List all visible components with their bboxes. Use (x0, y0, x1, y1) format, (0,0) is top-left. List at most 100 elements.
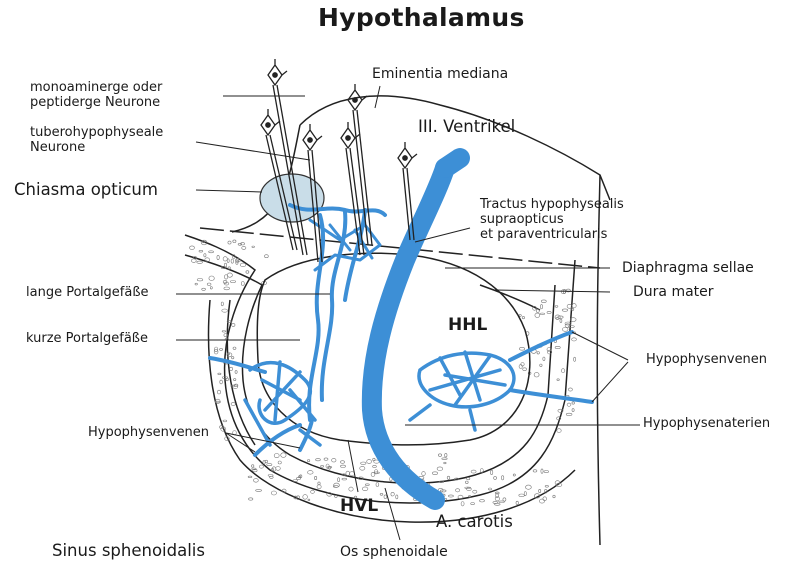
bone-texture (293, 480, 297, 482)
bone-texture (217, 255, 219, 259)
bone-texture (480, 500, 485, 502)
bone-texture (259, 465, 263, 468)
carotis-top (445, 158, 460, 168)
bone-texture (265, 255, 269, 258)
bone-texture (230, 281, 235, 283)
bone-texture (317, 485, 321, 489)
bone-texture (221, 302, 223, 306)
bone-texture (232, 357, 234, 359)
bone-texture (543, 357, 545, 361)
bone-texture (572, 304, 576, 308)
bone-texture (197, 279, 203, 281)
bone-texture (202, 288, 206, 290)
bone-texture (321, 465, 324, 467)
bone-texture (553, 495, 555, 498)
bone-texture (376, 483, 379, 487)
label-hypophysenarterien: Hypophysenaterien (643, 417, 770, 432)
bone-texture (432, 472, 437, 475)
neuron-nucleus (346, 136, 350, 140)
bone-texture (307, 460, 309, 462)
bone-texture (222, 331, 226, 333)
bone-texture (240, 263, 246, 267)
bone-texture (342, 478, 347, 480)
bone-texture (458, 495, 463, 499)
bone-texture (220, 348, 223, 350)
label-hhl: HHL (448, 316, 487, 336)
bone-texture (235, 371, 237, 374)
neuron-nucleus (308, 138, 312, 142)
bone-texture (231, 402, 235, 405)
bone-texture (218, 373, 221, 375)
label-dura: Dura mater (633, 284, 714, 300)
bone-texture (268, 475, 273, 477)
bone-texture (223, 257, 227, 261)
bone-texture (523, 368, 527, 371)
bone-texture (471, 503, 475, 505)
bone-texture (190, 246, 195, 250)
label-kurze: kurze Portalgefäße (26, 332, 148, 347)
diagram-title: Hypothalamus (318, 4, 525, 33)
label-tuberohypophyseale: tuberohypophyseale Neurone (30, 126, 163, 156)
bone-texture (204, 254, 206, 257)
bone-texture (574, 357, 576, 361)
bone-texture (361, 462, 366, 464)
bone-texture (461, 502, 464, 506)
label-hypophysenvenen-left: Hypophysenvenen (88, 426, 209, 441)
bone-texture (232, 324, 235, 327)
bone-texture (526, 485, 532, 489)
bone-texture (209, 251, 214, 253)
bone-texture (503, 498, 506, 501)
bone-texture (233, 347, 236, 349)
bone-texture (422, 472, 426, 476)
bone-texture (281, 453, 286, 458)
bone-texture (473, 490, 477, 493)
bone-texture (572, 338, 577, 341)
bone-texture (445, 453, 447, 457)
bone-texture (557, 429, 561, 433)
label-hypophysenvenen-right: Hypophysenvenen (646, 353, 767, 368)
bone-texture (501, 476, 503, 480)
label-os: Os sphenoidale (340, 544, 448, 560)
bone-texture (276, 467, 281, 471)
leader-chiasma (196, 190, 262, 192)
hypophysenvenen-right-1 (510, 332, 572, 360)
bone-texture (308, 499, 310, 501)
label-sinus: Sinus sphenoidalis (52, 542, 205, 561)
bone-texture (380, 493, 383, 495)
bone-lower-wall (209, 300, 575, 522)
bone-texture (537, 352, 539, 355)
bone-texture (223, 420, 227, 422)
bone-texture (241, 282, 244, 286)
bone-texture (572, 402, 575, 404)
bone-texture (516, 501, 518, 504)
bone-texture (199, 250, 203, 252)
bone-texture (252, 246, 255, 248)
label-hvl: HVL (340, 497, 378, 517)
bone-texture (545, 485, 548, 487)
bone-texture (303, 495, 308, 500)
bone-texture (246, 271, 249, 274)
label-carotis: A. carotis (436, 513, 513, 532)
bone-texture (541, 300, 546, 303)
bone-texture (195, 283, 197, 285)
bone-texture (220, 380, 223, 384)
neuron-nucleus (353, 98, 357, 102)
bone-texture (367, 460, 372, 464)
bone-texture (272, 467, 276, 471)
bone-texture (494, 477, 497, 480)
neuron-body (398, 142, 417, 168)
bone-texture (448, 495, 453, 497)
bone-texture (210, 287, 212, 290)
leader-hvl (348, 440, 358, 492)
neuron-body (303, 124, 322, 150)
leader-venen-right-1 (572, 332, 628, 360)
neuron-nucleus (273, 73, 277, 77)
dura-line (480, 285, 540, 310)
bone-texture (340, 465, 345, 467)
label-diaphragma: Diaphragma sellae (622, 260, 754, 276)
neuron-nucleus (266, 123, 270, 127)
bone-texture (540, 364, 542, 367)
bone-texture (197, 261, 203, 263)
bone-texture (249, 498, 253, 500)
bone-texture (278, 461, 281, 464)
